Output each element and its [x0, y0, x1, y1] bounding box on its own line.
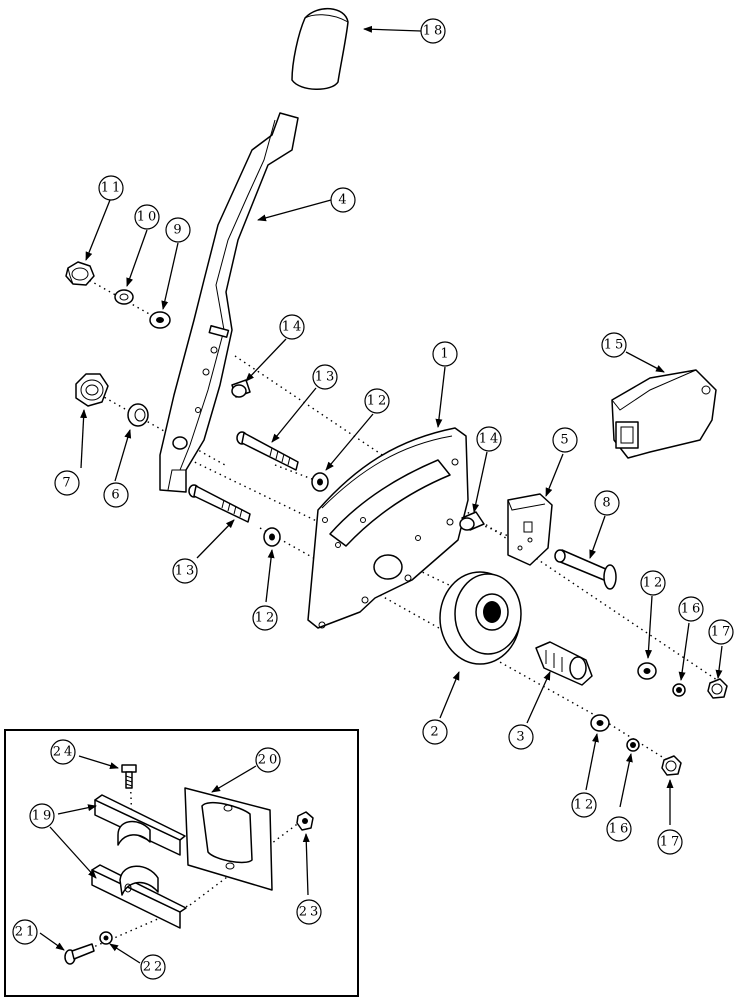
alignment-lines [74, 274, 721, 956]
bolt-13-lower [188, 484, 251, 523]
inset-frame [4, 729, 359, 997]
svg-text:8: 8 [602, 496, 613, 511]
inset-nut-23 [296, 811, 314, 831]
callout-19: 19 [29, 803, 55, 829]
shift-lever [159, 112, 299, 493]
callout-17-b: 17 [657, 829, 683, 855]
callout-1: 1 [432, 341, 458, 367]
callout-12-b: 12 [252, 605, 278, 631]
washer-12-a [311, 472, 329, 492]
bolt-13-upper [236, 431, 299, 471]
svg-text:10: 10 [137, 210, 160, 225]
svg-text:24: 24 [53, 745, 76, 760]
washer-6 [127, 403, 149, 427]
svg-text:6: 6 [111, 488, 122, 503]
callout-3: 3 [508, 724, 534, 750]
callout-9: 9 [165, 217, 191, 243]
svg-text:20: 20 [258, 753, 281, 768]
bushing-14-left [231, 379, 251, 398]
callout-16-a: 16 [678, 596, 704, 622]
inset-washer-22 [99, 931, 113, 945]
callout-14-right: 14 [476, 426, 502, 452]
svg-text:13: 13 [315, 370, 338, 385]
callout-20: 20 [255, 747, 281, 773]
callout-15: 15 [601, 332, 627, 358]
leader-lines [39, 25, 723, 964]
svg-text:23: 23 [299, 905, 322, 920]
svg-text:14: 14 [282, 320, 305, 335]
svg-text:9: 9 [173, 223, 184, 238]
svg-text:3: 3 [516, 730, 527, 745]
pivot-pin-8 [554, 549, 617, 590]
washer-12-c [637, 662, 657, 680]
detent-bracket [507, 493, 553, 566]
washer-12-d [590, 714, 610, 732]
lock-nut-7 [75, 373, 109, 407]
callout-23: 23 [296, 899, 322, 925]
cover-15 [611, 369, 717, 459]
washer-9 [149, 311, 171, 329]
callout-6: 6 [103, 482, 129, 508]
inset-screw-21 [64, 943, 95, 965]
inset-bolt-24 [121, 764, 137, 789]
callout-8: 8 [594, 490, 620, 516]
callout-17-a: 17 [708, 619, 734, 645]
svg-text:15: 15 [604, 338, 627, 353]
svg-text:13: 13 [175, 564, 198, 579]
svg-text:12: 12 [367, 394, 390, 409]
callout-5: 5 [552, 427, 578, 453]
callout-12-c: 12 [640, 570, 666, 596]
inset-clamp-19 [91, 794, 187, 929]
svg-text:12: 12 [255, 611, 278, 626]
callout-13-upper: 13 [312, 364, 338, 390]
quadrant-plate [307, 427, 469, 629]
svg-text:4: 4 [338, 193, 349, 208]
svg-text:16: 16 [681, 602, 704, 617]
callout-4: 4 [330, 187, 356, 213]
nut-17-b [661, 755, 682, 776]
svg-text:1: 1 [440, 347, 451, 362]
svg-text:2: 2 [430, 725, 441, 740]
svg-text:14: 14 [479, 432, 502, 447]
svg-text:12: 12 [574, 798, 597, 813]
callout-18: 18 [420, 18, 446, 44]
svg-text:18: 18 [423, 24, 446, 39]
svg-text:12: 12 [643, 576, 666, 591]
callout-2: 2 [422, 719, 448, 745]
callout-12-d: 12 [571, 792, 597, 818]
callout-11: 11 [98, 175, 124, 201]
callout-12-a: 12 [364, 388, 390, 414]
callout-7: 7 [54, 470, 80, 496]
callout-22: 22 [140, 954, 166, 980]
lock-washer-16-a [672, 683, 686, 697]
svg-text:16: 16 [609, 822, 632, 837]
callouts: 18 4 11 10 9 14 13 12 1 14 5 8 15 7 6 13… [12, 18, 734, 980]
callout-16-b: 16 [606, 816, 632, 842]
svg-text:17: 17 [660, 835, 683, 850]
svg-text:21: 21 [15, 925, 38, 940]
svg-text:19: 19 [32, 809, 55, 824]
svg-text:11: 11 [101, 181, 124, 196]
svg-text:7: 7 [62, 476, 73, 491]
callout-14-left: 14 [279, 314, 305, 340]
shift-knob [291, 8, 349, 90]
lock-nut-11 [65, 261, 95, 286]
bushing-14-right [459, 511, 485, 531]
callout-13-lower: 13 [172, 558, 198, 584]
callout-21: 21 [12, 919, 38, 945]
nut-17-a [707, 678, 728, 699]
svg-text:22: 22 [143, 960, 166, 975]
cam-3 [535, 641, 593, 686]
lock-washer-10 [114, 289, 134, 305]
callout-24: 24 [50, 739, 76, 765]
inset-plate-20 [184, 787, 273, 891]
washer-12-b [263, 527, 281, 547]
lock-washer-16-b [626, 738, 640, 752]
detent-hub [439, 571, 522, 665]
callout-10: 10 [134, 204, 160, 230]
svg-text:5: 5 [560, 433, 571, 448]
svg-text:17: 17 [711, 625, 734, 640]
